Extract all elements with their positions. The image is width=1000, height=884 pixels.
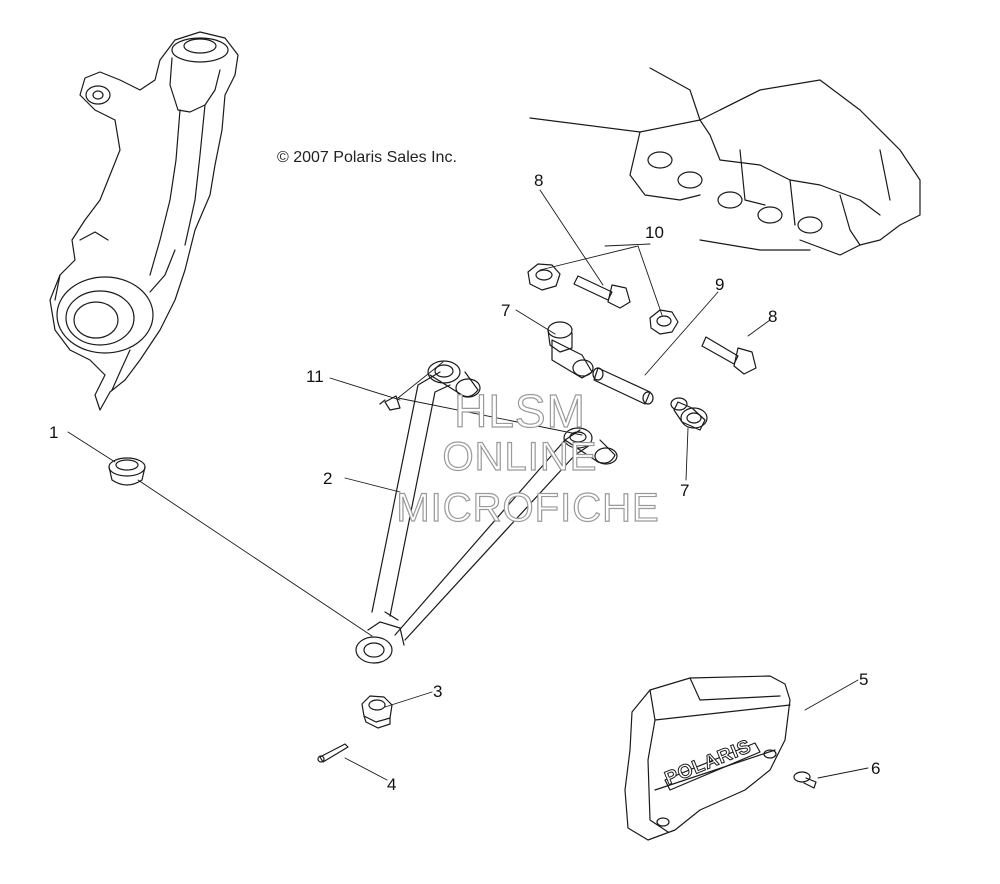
part-7-bushing-a (547, 321, 594, 379)
callout-7-upper: 7 (501, 301, 511, 320)
part-10-nut-a (527, 263, 561, 291)
callout-11: 11 (306, 367, 324, 386)
part-6-screw (793, 771, 817, 789)
part-5-guard (624, 675, 791, 841)
part-7-bushing-b (670, 397, 708, 431)
callout-6: 6 (871, 759, 881, 778)
callout-4: 4 (387, 775, 397, 794)
part-8-bolt-a (573, 275, 631, 309)
callout-8-upper: 8 (534, 171, 544, 190)
part-2-a-arm (355, 360, 618, 664)
part-3-nut (361, 695, 393, 729)
part-11-fitting (379, 395, 401, 411)
steering-knuckle-part (49, 31, 239, 411)
part-4-pin (317, 743, 349, 763)
callout-1: 1 (49, 423, 59, 442)
part-9-sleeve (592, 367, 654, 405)
callout-3: 3 (433, 682, 443, 701)
part-8-bolt-b (701, 336, 757, 375)
callout-7-lower: 7 (680, 481, 690, 500)
guard-brand-text: POLARIS (662, 736, 755, 790)
frame-section-part (529, 67, 921, 256)
part-1-cap (108, 457, 146, 486)
watermark-line-1: HLSM (453, 385, 586, 437)
leader-lines (67, 189, 869, 781)
callout-8-right: 8 (768, 307, 778, 326)
callout-10: 10 (645, 223, 664, 242)
callout-9: 9 (715, 275, 725, 294)
copyright-notice: © 2007 Polaris Sales Inc. (277, 149, 457, 166)
callout-5: 5 (859, 670, 869, 689)
watermark-line-2: ONLINE (442, 435, 598, 479)
part-10-nut-b (649, 309, 679, 335)
watermark-line-3: MICROFICHE (396, 486, 660, 530)
callout-2: 2 (323, 469, 333, 488)
